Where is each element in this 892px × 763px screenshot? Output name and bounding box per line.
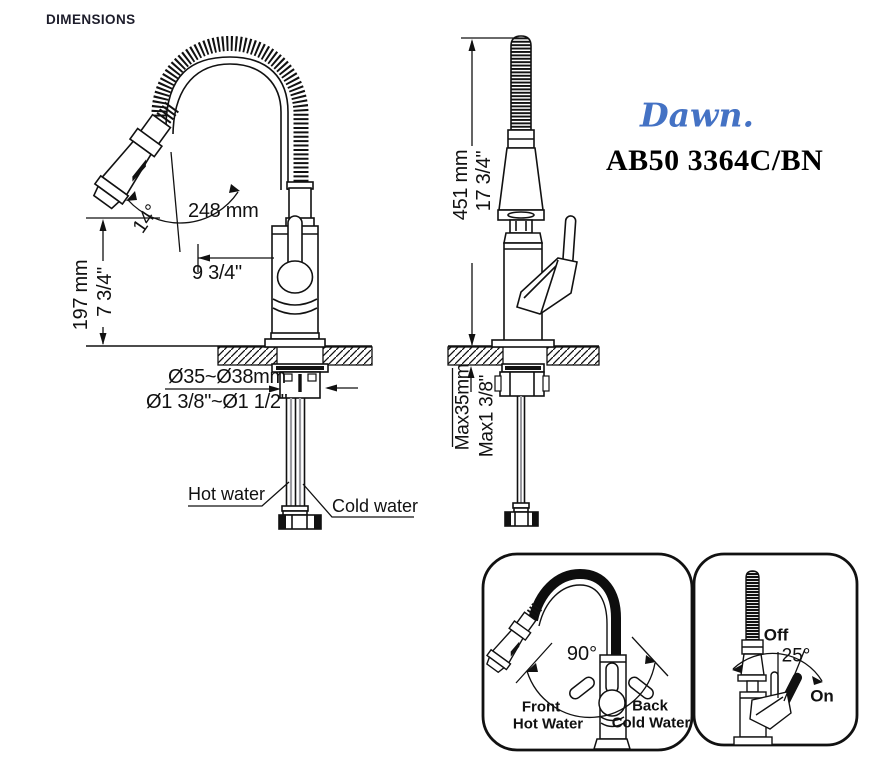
hole-size-in-label: Ø1 3/8"~Ø1 1/2"	[146, 391, 288, 413]
lever-inset-drawing	[692, 552, 859, 747]
spout-reach-in-label: 9 3/4"	[192, 262, 242, 284]
cold-water-inset-label: Cold Water	[611, 714, 691, 732]
front-label: Front	[521, 698, 561, 716]
dim-angle-14	[126, 151, 240, 253]
model-number: AB50 3364C/BN	[606, 144, 824, 177]
rotation-angle-label: 90°	[566, 643, 598, 665]
spout-height-in-label: 7 3/4"	[94, 267, 116, 317]
max-deck-mm-label: Max35mm	[452, 363, 474, 451]
spout-reach-mm-label: 248 mm	[188, 200, 259, 222]
cold-water-label: Cold water	[332, 496, 419, 516]
hot-water-inset-label: Hot Water	[512, 715, 584, 733]
off-label: Off	[763, 625, 789, 645]
max-deck-in-label: Max1 3/8"	[476, 374, 498, 458]
dim-height-451	[461, 37, 519, 346]
dim-reach-248	[197, 244, 274, 272]
overall-height-mm-label: 451 mm	[450, 149, 472, 221]
hot-water-label: Hot water	[188, 484, 266, 504]
overall-height-in-label: 17 3/4"	[473, 150, 495, 212]
spray-head	[92, 101, 179, 210]
dim-hole	[165, 384, 358, 393]
hole-size-mm-label: Ø35~Ø38mm	[168, 366, 286, 388]
brand-logo: Dawn.	[640, 95, 754, 135]
rotation-inset-drawing	[481, 552, 694, 752]
side-view-drawing	[447, 35, 600, 527]
page-title: DIMENSIONS	[46, 12, 136, 27]
front-view-drawing	[86, 36, 414, 530]
on-label: On	[810, 686, 834, 706]
spout-height-mm-label: 197 mm	[70, 259, 92, 331]
lever-angle-label: 25°	[781, 645, 811, 667]
dim-height-197	[86, 217, 160, 345]
dim-max-deck	[451, 366, 475, 447]
leader-cold	[302, 483, 414, 518]
leader-hot	[188, 481, 290, 507]
back-label: Back	[632, 697, 668, 715]
